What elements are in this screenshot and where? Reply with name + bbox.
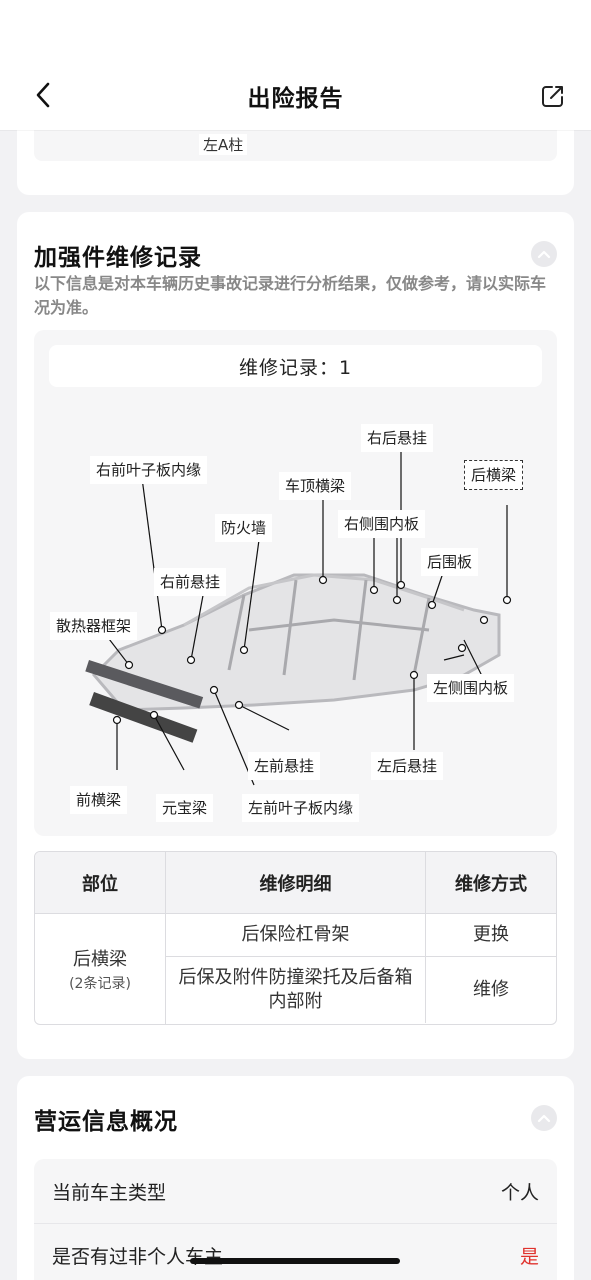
callout-left-side-inner-panel: 左侧围内板 <box>427 674 515 702</box>
callout-ingot-beam: 元宝梁 <box>156 794 214 822</box>
header-part: 部位 <box>35 852 166 913</box>
callout-front-crossmember: 前横梁 <box>70 786 128 814</box>
header-method: 维修方式 <box>455 873 527 895</box>
info-label: 当前车主类型 <box>52 1181 167 1204</box>
detail-row: 后保及附件防撞梁托及后备箱内部附 维修 <box>166 957 556 1023</box>
repair-section: 加强件维修记录 以下信息是对本车辆历史事故记录进行分析结果，仅做参考，请以实际车… <box>17 212 574 1059</box>
callout-radiator-frame: 散热器框架 <box>50 612 138 640</box>
info-value: 个人 <box>500 1181 539 1204</box>
repair-table: 部位 维修明细 维修方式 后横梁 (2条记录) 后保险杠骨架 更换 后保及附件防… <box>34 851 557 1025</box>
header-detail: 维修明细 <box>166 852 426 913</box>
collapse-button[interactable] <box>531 241 557 267</box>
callout-right-side-inner-panel: 右侧围内板 <box>338 510 426 538</box>
info-value-alert: 是 <box>519 1246 539 1268</box>
page-title: 出险报告 <box>247 86 344 112</box>
callout-roof-crossmember: 车顶横梁 <box>279 472 352 500</box>
detail-rows: 后保险杠骨架 更换 后保及附件防撞梁托及后备箱内部附 维修 <box>166 914 556 1024</box>
chevron-up-icon <box>537 250 551 259</box>
callout-rear-crossmember: 后横梁 <box>464 460 524 490</box>
section-title: 营运信息概况 <box>34 1109 178 1135</box>
operation-info-section: 营运信息概况 当前车主类型 个人 是否有过非个人车主 是 <box>17 1076 574 1280</box>
nav-bar: 出险报告 <box>0 62 591 130</box>
list-item: 当前车主类型 个人 <box>34 1159 557 1223</box>
callout-front-left-fender-inner: 左前叶子板内缘 <box>242 794 360 822</box>
section-title: 加强件维修记录 <box>34 245 202 271</box>
callout-rear-left-suspension: 左后悬挂 <box>371 752 444 780</box>
status-bar <box>0 0 591 62</box>
back-button[interactable] <box>28 80 58 110</box>
callout-front-right-suspension: 右前悬挂 <box>154 568 227 596</box>
part-record-count: (2条记录) <box>69 976 131 992</box>
table-row: 后横梁 (2条记录) 后保险杠骨架 更换 后保及附件防撞梁托及后备箱内部附 维修 <box>35 914 556 1024</box>
callout-front-left-suspension: 左前悬挂 <box>248 752 321 780</box>
method-cell: 更换 <box>473 924 509 945</box>
method-cell: 维修 <box>473 979 509 1000</box>
share-button[interactable] <box>539 82 567 110</box>
section-description: 以下信息是对本车辆历史事故记录进行分析结果，仅做参考，请以实际车况为准。 <box>34 274 547 317</box>
chevron-up-icon <box>537 1114 551 1123</box>
part-tag: 左A柱 <box>199 134 248 155</box>
car-body-diagram: 维修记录：1 <box>34 330 557 836</box>
list-item: 是否有过非个人车主 是 <box>34 1223 557 1280</box>
table-header: 部位 维修明细 维修方式 <box>35 852 556 914</box>
detail-cell: 后保及附件防撞梁托及后备箱内部附 <box>166 957 426 1023</box>
detail-cell: 后保险杠骨架 <box>166 914 426 956</box>
info-label: 是否有过非个人车主 <box>52 1246 224 1268</box>
repair-count: 维修记录：1 <box>49 345 542 387</box>
callout-front-right-fender-inner: 右前叶子板内缘 <box>90 456 208 484</box>
callout-firewall: 防火墙 <box>215 514 273 542</box>
part-cell: 后横梁 (2条记录) <box>35 914 166 1024</box>
car-body-illustration <box>85 448 512 786</box>
collapse-button[interactable] <box>531 1105 557 1131</box>
home-indicator[interactable] <box>190 1258 400 1264</box>
detail-row: 后保险杠骨架 更换 <box>166 914 556 957</box>
share-icon <box>542 86 563 107</box>
chevron-left-icon <box>36 82 50 108</box>
callout-rear-right-suspension: 右后悬挂 <box>361 424 434 452</box>
repair-count-label: 维修记录：1 <box>238 356 353 379</box>
part-name: 后横梁 <box>73 949 127 970</box>
callout-rear-panel: 后围板 <box>421 548 479 576</box>
